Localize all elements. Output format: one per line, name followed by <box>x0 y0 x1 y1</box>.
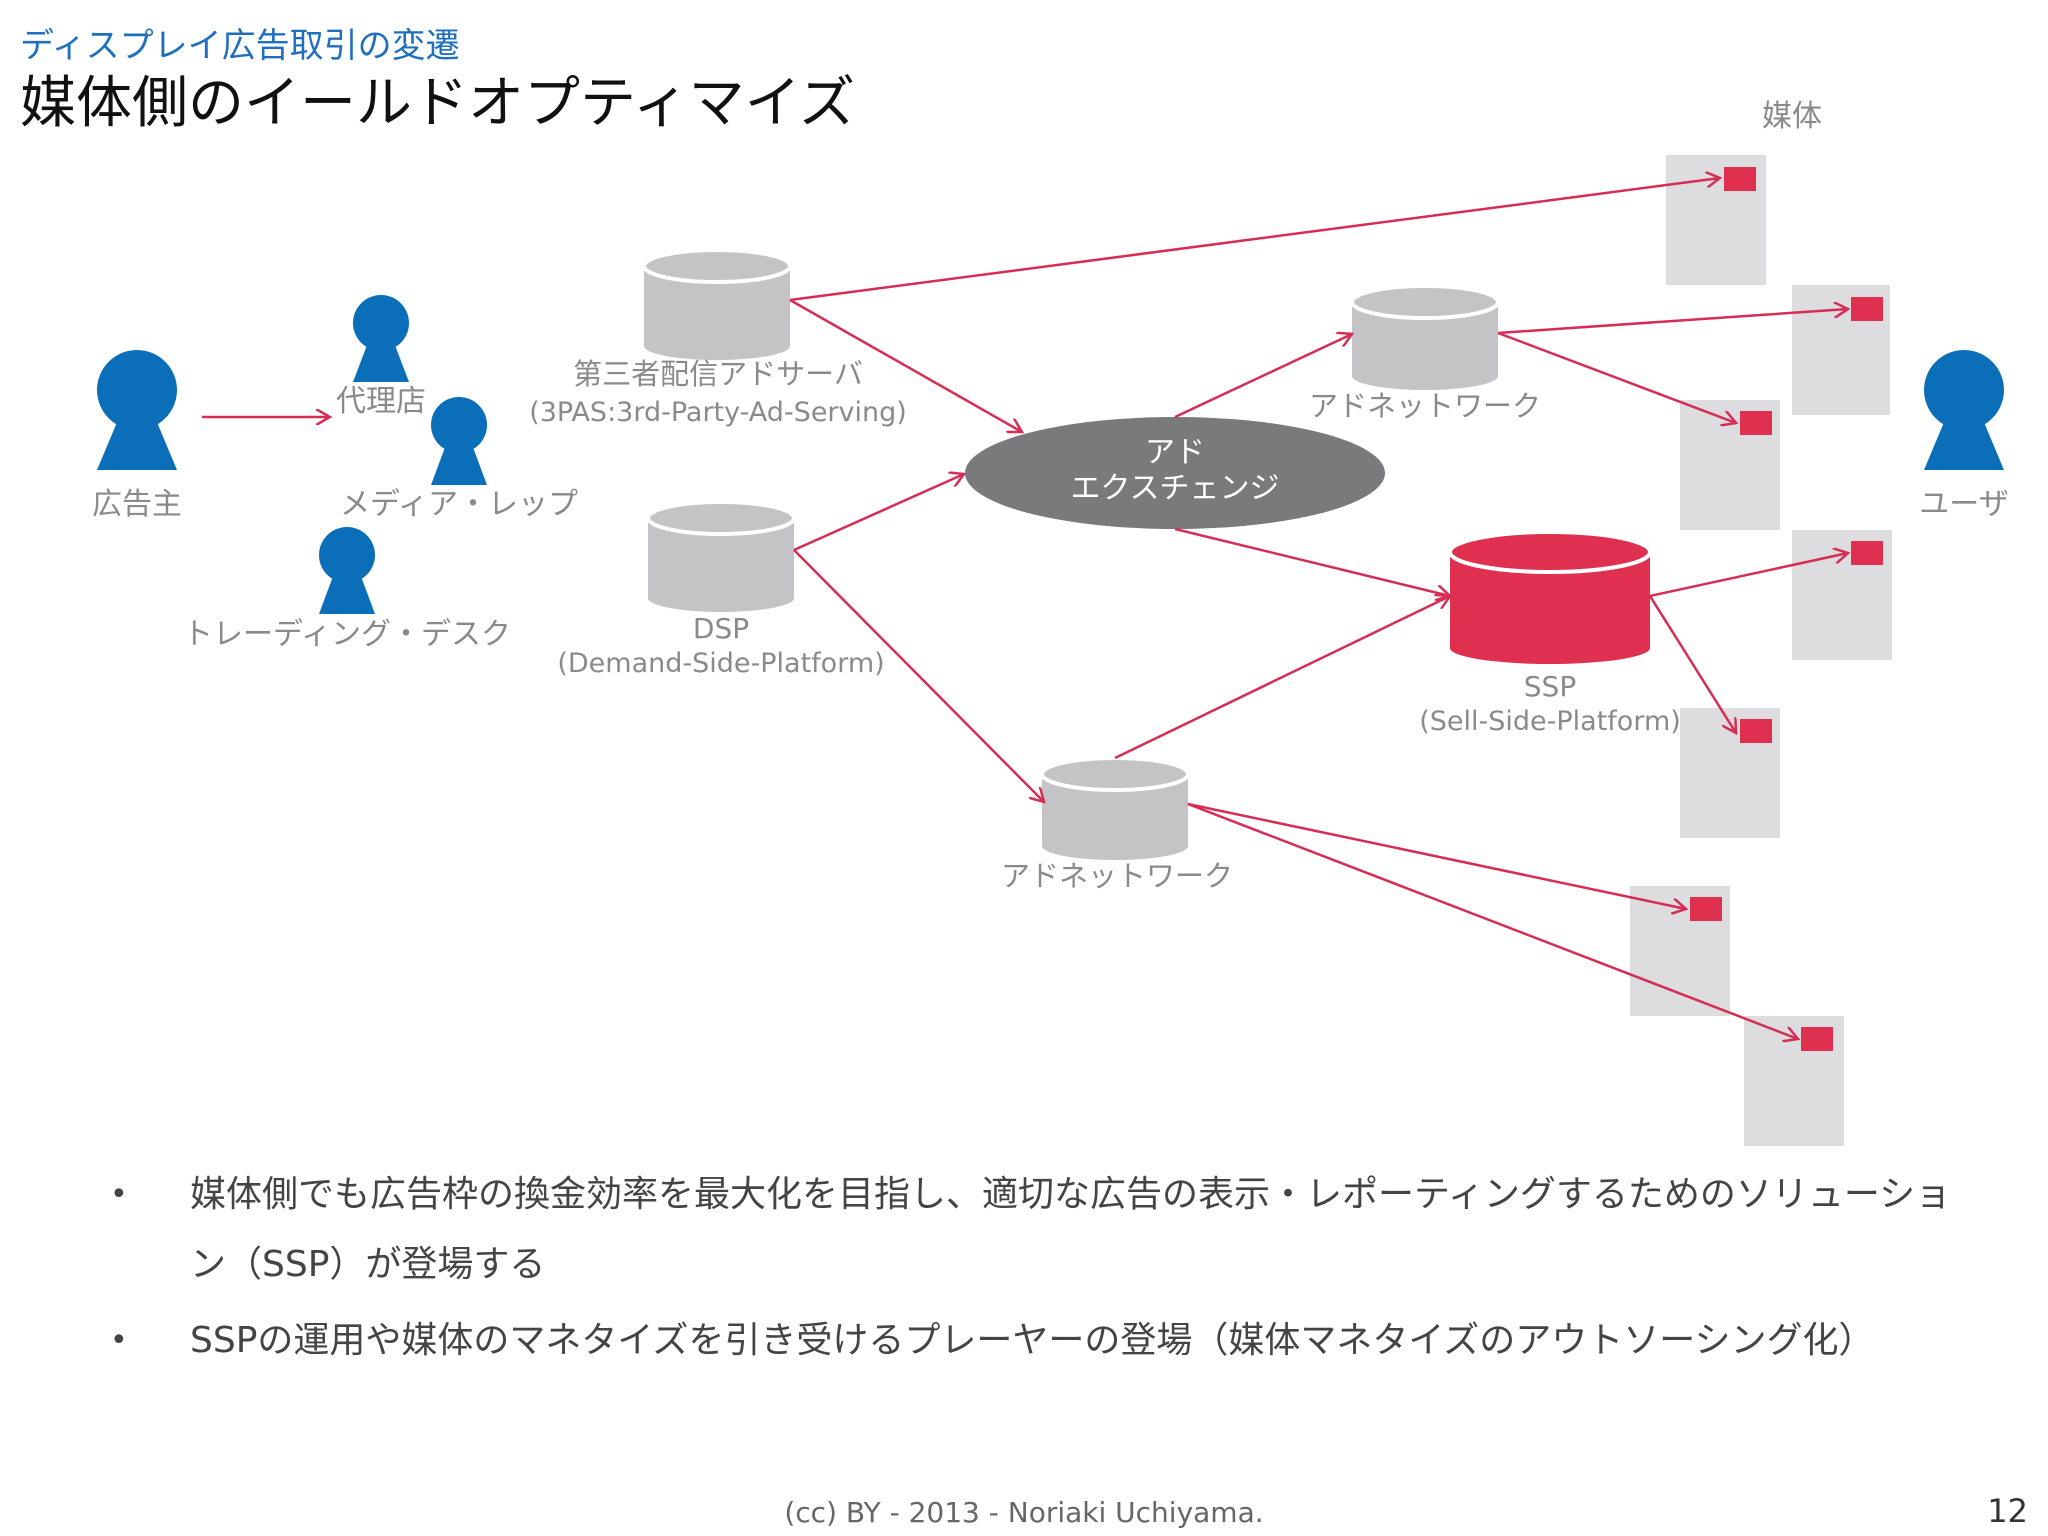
bullet-marker: • <box>110 1323 128 1358</box>
arrow-ssp-to-media-4 <box>1649 553 1848 598</box>
user-label: ユーザ <box>1919 487 2008 522</box>
advertiser-label: 広告主 <box>92 487 182 522</box>
media-page-5 <box>1680 708 1780 838</box>
media-page-4 <box>1792 530 1892 660</box>
ad-exchange-label-line2: エクスチェンジ <box>1070 471 1279 506</box>
ad-slot <box>1851 297 1883 321</box>
arrow-dsp-to-adnetwork <box>793 549 1044 802</box>
ad-slot <box>1740 719 1772 743</box>
arrow-adnetwork-to-media-2 <box>1497 309 1848 335</box>
arrow-adnetwork-to-ssp <box>1114 596 1450 760</box>
ad-exchange-ellipse: アド エクスチェンジ <box>965 417 1385 529</box>
agency-person-icon <box>353 295 409 382</box>
ad-network-top-label: アドネットワーク <box>1309 389 1541 423</box>
slide-subtitle: ディスプレイ広告取引の変遷 <box>20 26 460 66</box>
ad-slot <box>1690 897 1722 921</box>
media-label: 媒体 <box>1762 99 1822 134</box>
third-party-ad-server-label: 第三者配信アドサーバ <box>573 357 863 391</box>
bullet-marker: • <box>110 1177 128 1212</box>
page-number: 12 <box>1987 1492 2028 1530</box>
arrow-ssp-to-media-5 <box>1648 595 1736 733</box>
ad-slot <box>1724 167 1756 191</box>
bullet-text: 媒体側でも広告枠の換金効率を最大化を目指し、適切な広告の表示・レポーティングする… <box>190 1174 1952 1285</box>
arrow-exchange-to-adnetwork <box>1174 334 1352 419</box>
advertiser-person-icon <box>97 350 177 470</box>
arrow-3pas-to-exchange <box>789 298 1022 432</box>
arrow-3pas-to-media <box>789 178 1720 302</box>
ad-network-top-cylinder <box>1350 284 1500 390</box>
ad-slot <box>1851 541 1883 565</box>
ad-network-bottom-label: アドネットワーク <box>1001 859 1233 893</box>
trading-desk-person-icon <box>319 527 375 614</box>
ad-slot <box>1740 411 1772 435</box>
dsp-cylinder <box>646 500 796 612</box>
third-party-ad-server-detail: (3PAS:3rd-Party-Ad-Serving) <box>529 397 907 428</box>
agency-label: 代理店 <box>336 384 426 419</box>
media-page-1 <box>1666 155 1766 285</box>
bullet-list: • 媒体側でも広告枠の換金効率を最大化を目指し、適切な広告の表示・レポーティング… <box>100 1160 1980 1382</box>
footer-credit: (cc) BY - 2013 - Noriaki Uchiyama. <box>784 1496 1264 1529</box>
media-rep-person-icon <box>431 397 487 485</box>
media-rep-label: メディア・レップ <box>340 487 578 522</box>
media-page-7 <box>1744 1016 1844 1146</box>
ssp-label: SSP <box>1524 670 1576 703</box>
bullet-item: • 媒体側でも広告枠の換金効率を最大化を目指し、適切な広告の表示・レポーティング… <box>100 1160 1980 1300</box>
trading-desk-label: トレーディング・デスク <box>183 617 511 652</box>
bullet-item: • SSPの運用や媒体のマネタイズを引き受けるプレーヤーの登場（媒体マネタイズの… <box>100 1306 1980 1376</box>
media-page-6 <box>1630 886 1730 1016</box>
ssp-detail: (Sell-Side-Platform) <box>1419 706 1681 737</box>
arrow-exchange-to-ssp <box>1174 527 1450 596</box>
ad-network-bottom-cylinder <box>1040 756 1190 860</box>
third-party-ad-server-cylinder <box>642 248 792 360</box>
ad-exchange-label-line1: アド <box>1145 435 1205 470</box>
bullet-text: SSPの運用や媒体のマネタイズを引き受けるプレーヤーの登場（媒体マネタイズのアウ… <box>190 1320 1875 1361</box>
dsp-detail: (Demand-Side-Platform) <box>557 648 884 679</box>
flow-arrows <box>202 178 1848 1039</box>
media-page-2 <box>1792 285 1890 415</box>
ad-ecosystem-diagram: アド エクスチェンジ <box>92 99 2009 1146</box>
arrow-adnetwork-to-media-6 <box>1187 802 1686 909</box>
ad-slot <box>1801 1027 1833 1051</box>
arrow-adnetwork-to-media-7 <box>1187 802 1798 1039</box>
slide-title: 媒体側のイールドオプティマイズ <box>20 71 855 136</box>
arrow-dsp-to-exchange <box>793 474 964 552</box>
ssp-cylinder <box>1448 530 1652 664</box>
arrow-adnetwork-to-media-3 <box>1497 331 1736 423</box>
dsp-label: DSP <box>693 612 749 645</box>
user-person-icon <box>1924 350 2004 470</box>
